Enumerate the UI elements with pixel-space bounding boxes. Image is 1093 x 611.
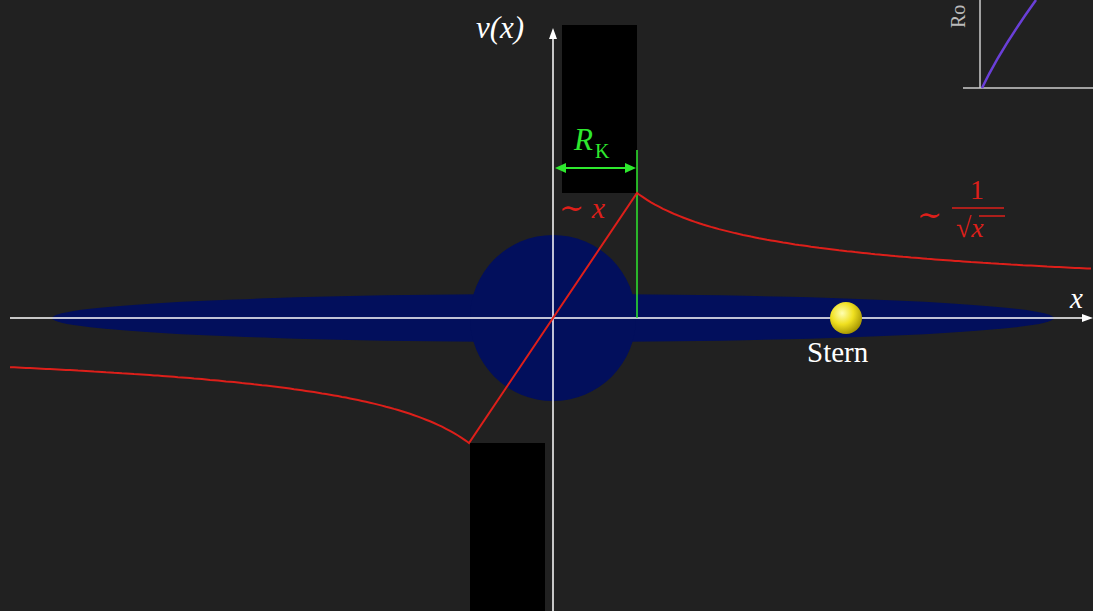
dimension-arrowhead: [555, 163, 566, 173]
axis-label: v(x): [476, 12, 524, 43]
star-label: Stern: [807, 338, 868, 367]
x-axis: [10, 317, 1085, 319]
y-axis: [552, 36, 554, 611]
radius-marker: [636, 150, 638, 318]
inset-axis-label: Ro: [948, 5, 968, 28]
dimension-subscript: K: [595, 141, 609, 161]
dimension-line: [562, 167, 630, 169]
axis-arrowhead: [549, 28, 557, 39]
fraction-bar: [952, 207, 1004, 209]
proportionality-label: ∼: [917, 200, 942, 230]
fraction-denominator: √x: [956, 214, 984, 242]
black-bar: [562, 25, 637, 193]
dimension-label: R: [574, 124, 593, 155]
black-bar: [470, 443, 545, 611]
dimension-arrowhead: [625, 163, 636, 173]
rotation-curve: [10, 193, 1091, 443]
proportionality-label: ∼ x: [559, 193, 605, 223]
axis-label: x: [1070, 284, 1083, 313]
axis-arrowhead: [1082, 314, 1093, 322]
inset-plot: [963, 0, 1093, 88]
star-symbol: [830, 302, 862, 334]
fraction-numerator: 1: [970, 176, 984, 204]
